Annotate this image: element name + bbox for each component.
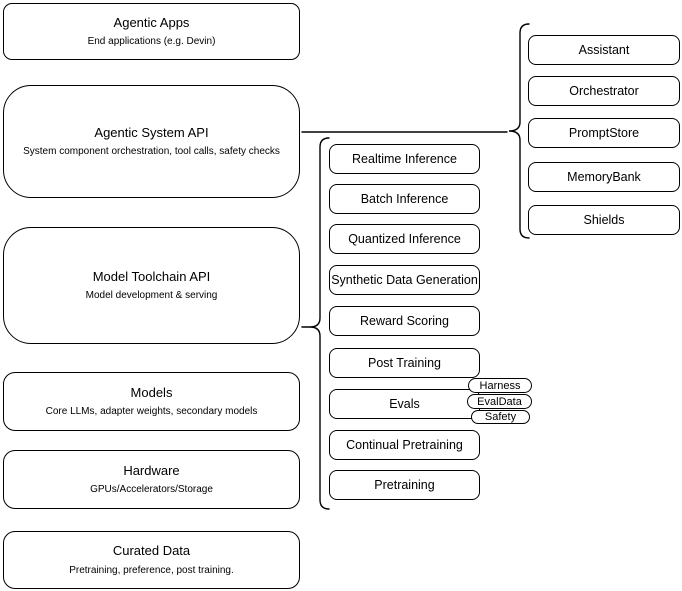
node-agentic-apps: Agentic Apps End applications (e.g. Devi…	[3, 3, 300, 60]
node-hardware: Hardware GPUs/Accelerators/Storage	[3, 450, 300, 509]
node-orchestrator: Orchestrator	[528, 76, 680, 106]
node-title: Model Toolchain API	[92, 268, 211, 284]
node-assistant: Assistant	[528, 35, 680, 65]
node-evals: Evals	[329, 389, 480, 419]
node-promptstore: PromptStore	[528, 118, 680, 148]
node-curated-data: Curated Data Pretraining, preference, po…	[3, 531, 300, 589]
node-shields: Shields	[528, 205, 680, 235]
node-quantized-inference: Quantized Inference	[329, 224, 480, 254]
node-batch-inference: Batch Inference	[329, 184, 480, 214]
node-agentic-system-api: Agentic System API System component orch…	[3, 85, 300, 198]
node-subtitle: Core LLMs, adapter weights, secondary mo…	[45, 406, 258, 418]
toolchain-brace	[309, 137, 330, 510]
node-title: Curated Data	[112, 543, 191, 559]
node-subtitle: GPUs/Accelerators/Storage	[90, 484, 213, 496]
node-realtime-inference: Realtime Inference	[329, 144, 480, 174]
tag-harness: Harness	[468, 378, 532, 393]
node-subtitle: Pretraining, preference, post training.	[69, 564, 234, 576]
node-reward-scoring: Reward Scoring	[329, 306, 480, 336]
tag-safety: Safety	[471, 410, 530, 424]
node-post-training: Post Training	[329, 348, 480, 378]
node-models: Models Core LLMs, adapter weights, secon…	[3, 372, 300, 431]
node-subtitle: System component orchestration, tool cal…	[23, 146, 280, 158]
node-title: Models	[130, 384, 173, 400]
node-pretraining: Pretraining	[329, 470, 480, 500]
tag-evaldata: EvalData	[467, 394, 532, 409]
node-title: Hardware	[123, 462, 180, 478]
node-model-toolchain-api: Model Toolchain API Model development & …	[3, 227, 300, 344]
node-subtitle: Model development & serving	[85, 290, 218, 302]
node-synthetic-data-generation: Synthetic Data Generation	[329, 265, 480, 295]
node-title: Agentic System API	[94, 124, 209, 140]
node-title: Agentic Apps	[113, 14, 190, 30]
system-components-brace	[508, 23, 530, 239]
node-subtitle: End applications (e.g. Devin)	[87, 36, 216, 48]
node-continual-pretraining: Continual Pretraining	[329, 430, 480, 460]
node-memorybank: MemoryBank	[528, 162, 680, 192]
